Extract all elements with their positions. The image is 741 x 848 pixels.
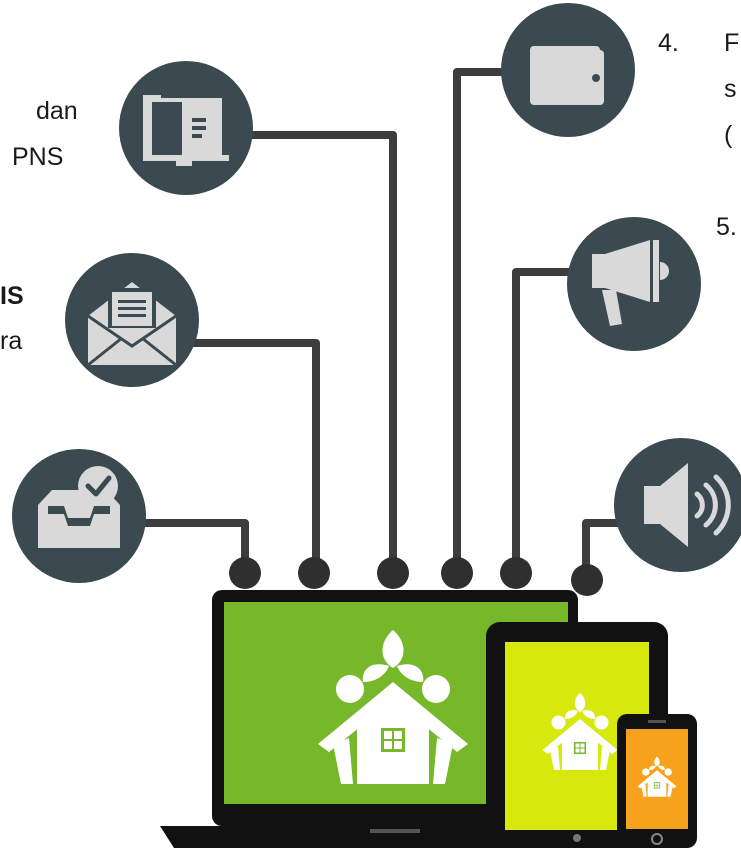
left-text-bold-is: IS [0, 282, 24, 310]
right-text-paren: ( [724, 121, 733, 149]
left-text-ra: ra [0, 327, 23, 355]
left-text-pns: PNS [12, 143, 64, 171]
envelope-icon [65, 253, 199, 387]
speaker-volume-icon [614, 438, 741, 572]
megaphone-icon [567, 217, 701, 351]
right-list-number-5: 5. [716, 213, 737, 241]
left-text-dan: dan [36, 97, 78, 125]
wallet-icon [501, 3, 635, 137]
connector-lines [136, 68, 622, 582]
connector-dots [229, 557, 603, 596]
book-icon [119, 61, 253, 195]
right-text-s: s [724, 75, 737, 103]
right-text-f: F [724, 29, 740, 57]
right-list-number-4: 4. [658, 29, 679, 57]
inbox-check-icon [12, 449, 146, 583]
